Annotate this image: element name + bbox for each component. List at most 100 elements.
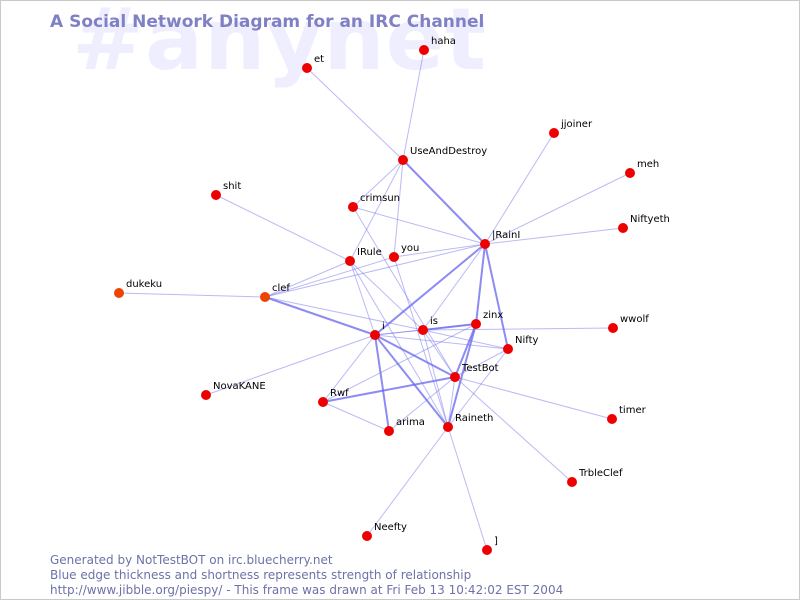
edge-Nifty-TestBot: [454, 348, 509, 378]
edge-is-Raineth: [422, 329, 449, 428]
edge-is-TestBot: [422, 329, 456, 378]
node-dot-TestBot: [450, 372, 460, 382]
node-dot-IRainI: [480, 239, 490, 249]
edge-jjoiner-IRainI: [484, 132, 555, 245]
edge-IRule-is: [349, 260, 424, 331]
node-label-i: i: [382, 321, 385, 332]
node-dot-UseAndDestroy: [398, 155, 408, 165]
node-jjoiner: jjoiner: [549, 119, 593, 138]
node-timer: timer: [607, 405, 647, 424]
diagram-title: A Social Network Diagram for an IRC Chan…: [50, 12, 485, 32]
edge-UseAndDestroy-IRainI: [402, 159, 486, 245]
node-dot-you: [389, 252, 399, 262]
node-dot-jjoiner: [549, 128, 559, 138]
node-dot-TrbleClef: [567, 477, 577, 487]
edge-i-is: [374, 329, 424, 336]
node-dot-haha: [419, 45, 429, 55]
node-meh: meh: [625, 159, 659, 178]
node-shit: shit: [211, 181, 241, 200]
node-you: you: [389, 243, 419, 262]
node-label-bracket: ]: [494, 536, 498, 547]
node-label-TrbleClef: TrbleClef: [578, 468, 623, 479]
edge-zinx-TestBot: [454, 323, 477, 378]
edge-et-UseAndDestroy: [306, 67, 404, 161]
node-label-dukeku: dukeku: [126, 279, 162, 290]
node-dot-Raineth: [443, 422, 453, 432]
node-label-Neefty: Neefty: [374, 522, 407, 533]
node-label-haha: haha: [431, 36, 456, 47]
edge-IRule-Raineth: [349, 260, 449, 428]
node-IRainI: |RainI: [480, 230, 520, 249]
node-label-is: is: [430, 316, 438, 327]
node-Raineth: Raineth: [443, 413, 493, 432]
edge-IRule-i: [349, 260, 376, 336]
node-UseAndDestroy: UseAndDestroy: [398, 146, 487, 165]
edge-IRainI-is: [422, 243, 486, 331]
node-label-UseAndDestroy: UseAndDestroy: [410, 146, 487, 157]
node-IRule: IRule: [345, 247, 382, 266]
node-label-et: et: [314, 54, 324, 65]
node-dot-bracket: [482, 545, 492, 555]
node-dot-IRule: [345, 256, 355, 266]
edge-TestBot-Raineth: [447, 376, 456, 428]
footer: Generated by NotTestBOT on irc.bluecherr…: [50, 553, 563, 598]
node-zinx: zinx: [471, 310, 503, 329]
edge-IRainI-Nifty: [484, 243, 509, 350]
node-label-Nifty: Nifty: [515, 335, 539, 346]
edge-i-TestBot: [374, 334, 456, 378]
edge-UseAndDestroy-you: [393, 159, 404, 258]
edge-shit-IRule: [215, 194, 351, 262]
node-Neefty: Neefty: [362, 522, 407, 541]
edge-UseAndDestroy-IRule: [349, 159, 404, 262]
node-label-timer: timer: [619, 405, 647, 416]
node-bracket: ]: [482, 536, 498, 555]
edge-IRainI-you: [393, 243, 486, 258]
node-dot-is: [418, 325, 428, 335]
edge-IRule-clef: [264, 260, 351, 298]
node-dot-i: [370, 330, 380, 340]
edge-i-Rwf: [322, 334, 376, 403]
edge-Raineth-Nifty: [447, 348, 509, 428]
edge-haha-UseAndDestroy: [402, 49, 425, 161]
node-TestBot: TestBot: [450, 363, 499, 382]
node-haha: haha: [419, 36, 456, 55]
node-dot-crimsun: [348, 202, 358, 212]
edge-crimsun-IRainI: [352, 206, 486, 245]
node-arima: arima: [384, 417, 425, 436]
node-dot-dukeku: [114, 288, 124, 298]
node-label-you: you: [401, 243, 419, 254]
edge-dukeku-clef: [118, 292, 266, 298]
node-label-zinx: zinx: [483, 310, 503, 321]
node-TrbleClef: TrbleClef: [567, 468, 623, 487]
edge-IRainI-clef: [264, 243, 486, 298]
node-i: i: [370, 321, 385, 340]
node-label-jjoiner: jjoiner: [560, 119, 593, 130]
node-dot-meh: [625, 168, 635, 178]
edge-i-Raineth: [374, 334, 449, 428]
node-label-crimsun: crimsun: [360, 193, 400, 204]
node-label-TestBot: TestBot: [461, 363, 499, 374]
node-dot-et: [302, 63, 312, 73]
node-label-IRainI: |RainI: [492, 230, 520, 241]
edge-TestBot-arima: [388, 376, 456, 432]
node-dot-timer: [607, 414, 617, 424]
edge-crimsun-TestBot: [352, 206, 456, 378]
edge-Rwf-arima: [322, 401, 390, 432]
footer-generated-by: Generated by NotTestBOT on irc.bluecherr…: [50, 553, 333, 567]
edge-is-zinx: [422, 323, 477, 331]
node-label-clef: clef: [272, 283, 290, 294]
edge-Raineth-bracket: [447, 426, 488, 551]
edge-Raineth-Neefty: [366, 426, 449, 537]
edge-zinx-Rwf: [322, 323, 477, 403]
node-label-meh: meh: [637, 159, 659, 170]
edge-you-Raineth: [393, 256, 449, 428]
footer-url-timestamp: http://www.jibble.org/piespy/ - This fra…: [50, 583, 564, 597]
edge-you-clef: [264, 256, 395, 298]
edge-meh-IRainI: [484, 172, 631, 245]
footer-legend-note: Blue edge thickness and shortness repres…: [50, 568, 472, 582]
node-label-shit: shit: [223, 181, 241, 192]
node-clef: clef: [260, 283, 290, 302]
node-Rwf: Rwf: [318, 388, 349, 407]
